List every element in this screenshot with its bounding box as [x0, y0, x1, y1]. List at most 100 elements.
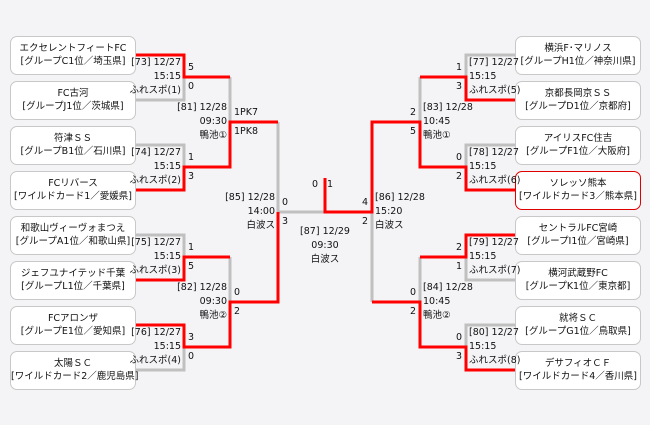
- match-no-date: [74] 12/27: [131, 147, 181, 158]
- match-no-date: [80] 12/27: [469, 327, 519, 338]
- match-venue: ふれスポ(2): [129, 175, 181, 186]
- match-venue: 鴨池①: [199, 130, 227, 141]
- team-name: 横浜F･マリノス: [544, 43, 612, 54]
- team-box[interactable]: 太陽ＳＣ[ワイルドカード2／鹿児島県]: [10, 351, 139, 390]
- team-box[interactable]: 京都長岡京ＳＳ[グループD1位／京都府]: [515, 81, 641, 120]
- team-name: FCアロンザ: [47, 313, 99, 324]
- team-group: [ワイルドカード2／鹿児島県]: [11, 371, 139, 382]
- match-time: 15:15: [153, 161, 181, 172]
- score-top: 5: [188, 62, 195, 73]
- score-bottom: 2: [455, 171, 462, 182]
- team-box[interactable]: FCリバース[ワイルドカード1／愛媛県]: [10, 171, 136, 210]
- team-box[interactable]: 横河武蔵野FC[グループK1位／東京都]: [515, 261, 641, 300]
- team-group: [グループG1位／鳥取県]: [525, 326, 631, 337]
- team-group: [グループJ1位／茨城県]: [22, 101, 124, 112]
- match-venue: ふれスポ(4): [129, 355, 181, 366]
- score-top: 1: [188, 152, 195, 163]
- team-box[interactable]: 就将ＳＣ[グループG1位／鳥取県]: [515, 306, 641, 345]
- team-name: 符津ＳＳ: [53, 133, 92, 144]
- match-venue: 白波ス: [246, 220, 275, 231]
- match-venue: 白波ス: [310, 254, 340, 265]
- score-bottom: 2: [409, 306, 416, 317]
- score-top: 0: [312, 179, 319, 190]
- team-box[interactable]: FC古河 [グループJ1位／茨城県]: [10, 81, 136, 120]
- score-bottom: 0: [188, 351, 195, 362]
- team-box[interactable]: 和歌山ヴィーヴォまつえ[グループA1位／和歌山県]: [10, 216, 136, 255]
- match-no-date: [87] 12/29: [300, 226, 350, 237]
- score-bottom: 1: [327, 179, 334, 190]
- team-group: [グループK1位／東京都]: [525, 281, 631, 292]
- team-box[interactable]: FCアロンザ[グループE1位／愛知県]: [10, 306, 136, 345]
- match-time: 10:45: [423, 296, 451, 307]
- team-name: ジェフユナイテッド千葉: [20, 268, 126, 279]
- team-box[interactable]: 符津ＳＳ [グループB1位／石川県]: [10, 126, 136, 165]
- match-no-date: [81] 12/28: [177, 102, 227, 113]
- team-group: [グループH1位／神奈川県]: [520, 56, 636, 67]
- match-no-date: [73] 12/27: [131, 57, 181, 68]
- match-time: 09:30: [311, 240, 339, 251]
- team-group: [グループB1位／石川県]: [20, 146, 126, 157]
- team-box[interactable]: ソレッソ熊本 [ワイルドカード3／熊本県]: [515, 171, 641, 210]
- match-no-date: [77] 12/27: [469, 57, 519, 68]
- score-bottom: 1PK8: [234, 126, 259, 137]
- team-group: [グループF1位／大阪府]: [526, 146, 630, 157]
- team-name: エクセレントフィートFC: [19, 43, 127, 54]
- score-top: 0: [455, 332, 462, 343]
- team-box[interactable]: セントラルFC宮崎[グループI1位／宮崎県]: [515, 216, 641, 255]
- team-group: [ワイルドカード3／熊本県]: [519, 191, 637, 202]
- team-box[interactable]: エクセレントフィートFC [グループC1位／埼玉県]: [10, 36, 136, 75]
- score-bottom: 3: [282, 216, 289, 227]
- match-time: 15:15: [469, 251, 497, 262]
- match-no-date: [75] 12/27: [131, 237, 181, 248]
- team-box[interactable]: 横浜F･マリノス [グループH1位／神奈川県]: [515, 36, 641, 75]
- score-top: 4: [361, 197, 368, 208]
- match-time: 15:15: [469, 161, 497, 172]
- match-venue: ふれスポ(7): [469, 265, 521, 276]
- score-bottom: 5: [409, 126, 416, 137]
- match-venue: ふれスポ(6): [469, 175, 521, 186]
- match-time: 15:15: [469, 341, 497, 352]
- score-top: 2: [455, 242, 462, 253]
- team-name: ソレッソ熊本: [549, 178, 607, 189]
- score-top: 0: [455, 152, 462, 163]
- team-name: FC古河: [57, 88, 89, 99]
- match-venue: 鴨池②: [423, 310, 451, 321]
- match-time: 14:00: [247, 206, 275, 217]
- team-box[interactable]: ジェフユナイテッド千葉 [グループL1位／千葉県]: [10, 261, 136, 300]
- score-top: 1PK7: [234, 107, 259, 118]
- score-top: 1: [188, 242, 195, 253]
- match-time: 09:30: [199, 296, 227, 307]
- team-box[interactable]: デサフィオＣＦ[ワイルドカード4／香川県]: [515, 351, 641, 390]
- match-venue: ふれスポ(8): [469, 355, 521, 366]
- match-info: [80] 12/27 15:15 ふれスポ(8): [469, 326, 549, 368]
- team-name: セントラルFC宮崎: [538, 223, 618, 234]
- bracket-lines-winner: [136, 53, 515, 372]
- match-venue: 鴨池②: [199, 310, 227, 321]
- score-top: 3: [188, 332, 195, 343]
- team-name: 和歌山ヴィーヴォまつえ: [20, 223, 126, 234]
- match-time: 15:15: [469, 71, 497, 82]
- match-time: 15:20: [375, 206, 403, 217]
- team-group: [ワイルドカード4／香川県]: [519, 371, 637, 382]
- team-name: アイリスFC住吉: [543, 133, 613, 144]
- match-venue: ふれスポ(1): [129, 85, 181, 96]
- team-group: [グループC1位／埼玉県]: [20, 56, 126, 67]
- team-group: [グループL1位／千葉県]: [21, 281, 125, 292]
- match-info: [74] 12/27 15:15 ふれスポ(2): [101, 146, 181, 188]
- team-group: [ワイルドカード1／愛媛県]: [14, 191, 132, 202]
- score-bottom: 3: [455, 351, 462, 362]
- team-group: [グループD1位／京都府]: [525, 101, 631, 112]
- score-bottom: 0: [188, 81, 195, 92]
- team-box[interactable]: アイリスFC住吉 [グループF1位／大阪府]: [515, 126, 641, 165]
- score-top: 0: [282, 197, 289, 208]
- score-top: 1: [455, 62, 462, 73]
- match-no-date: [83] 12/28: [423, 102, 473, 113]
